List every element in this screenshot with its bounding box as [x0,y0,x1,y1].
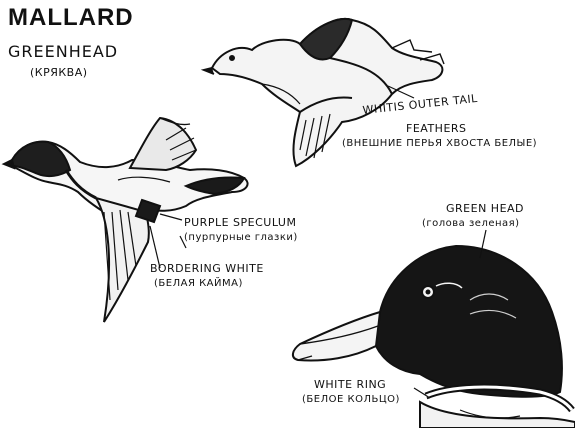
leader-speculum [160,214,182,220]
label-speculum: PURPLE SPECULUM [184,216,296,229]
label-white-ring-russian: (БЕЛОЕ КОЛЬЦО) [302,394,400,405]
label-bordering-white-russian: (БЕЛАЯ КАЙМА) [154,278,243,289]
label-outer-tail-2: FEATHERS [406,122,467,135]
label-bordering-white: BORDERING WHITE [150,262,264,275]
title: MALLARD [8,4,134,32]
label-speculum-russian: (пурпурные глазки) [184,232,298,243]
label-outer-tail-russian: (ВНЕШНИЕ ПЕРЬЯ ХВОСТА БЕЛЫЕ) [342,138,537,149]
label-green-head: GREEN HEAD [446,202,524,215]
subtitle-russian: (КРЯКВА) [30,66,88,79]
subtitle: GREENHEAD [8,42,118,61]
label-white-ring: WHITE RING [314,378,386,391]
label-green-head-russian: (голова зеленая) [422,218,520,229]
